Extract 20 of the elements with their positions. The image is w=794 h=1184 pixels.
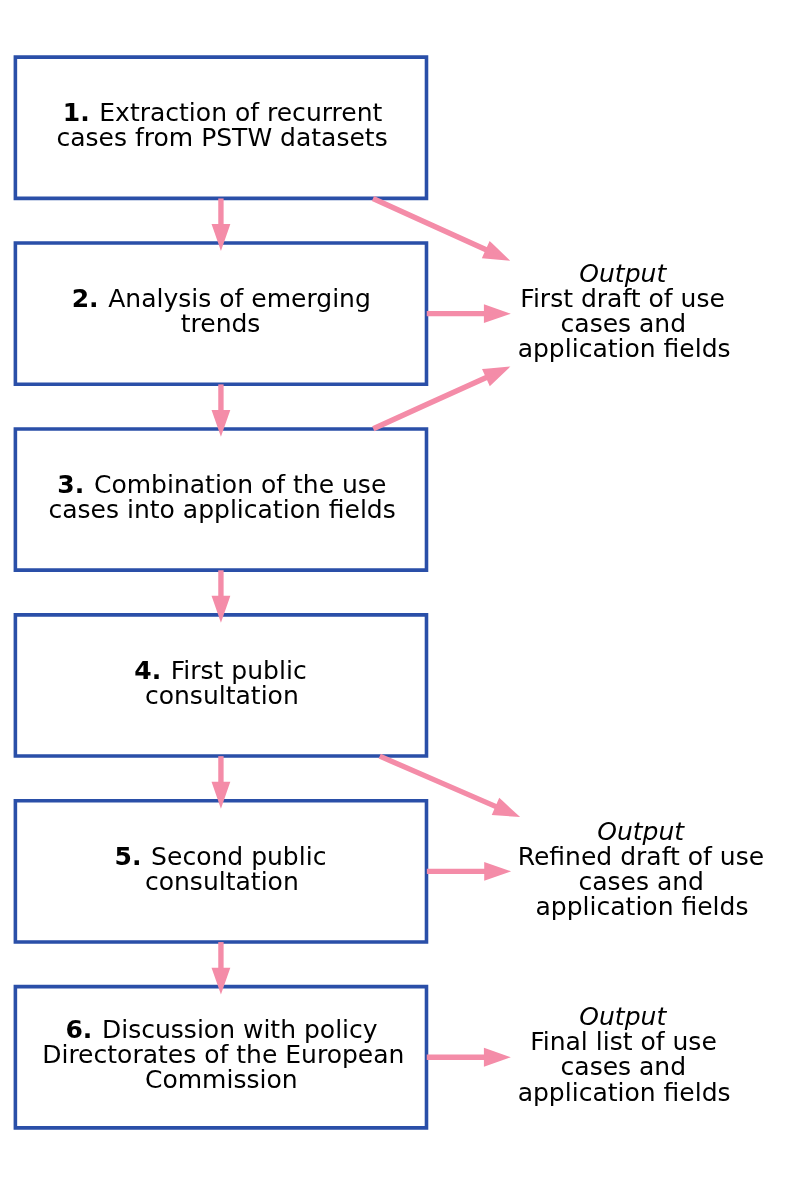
node-text: Output Final list of use cases and application fields	[517, 1001, 731, 1106]
arrow	[211, 197, 231, 251]
arrow	[211, 383, 231, 437]
node-box: 2. Analysis of emerging trends	[13, 240, 429, 386]
arrow	[426, 861, 512, 881]
node-box: 5. Second public consultation	[13, 798, 429, 944]
node-box: 4. First public consultation	[13, 612, 429, 758]
arrow	[426, 303, 511, 323]
node-box: 6. Discussion with policy Directorates of the European Commission	[13, 984, 429, 1130]
node-box: 3. Combination of the use cases into application fields	[13, 426, 429, 572]
arrow	[211, 941, 231, 995]
node-box: 1. Extraction of recurrent cases from PSTW datasets	[13, 54, 429, 200]
arrow	[371, 195, 511, 261]
arrow	[426, 1047, 511, 1067]
arrow	[378, 753, 521, 817]
arrow	[211, 569, 231, 623]
node-text: Output First draft of use cases and application fields	[517, 258, 731, 363]
arrow	[211, 755, 231, 809]
arrow	[372, 366, 511, 431]
node-text: Output Refined draft of use cases and application fields	[517, 816, 765, 921]
